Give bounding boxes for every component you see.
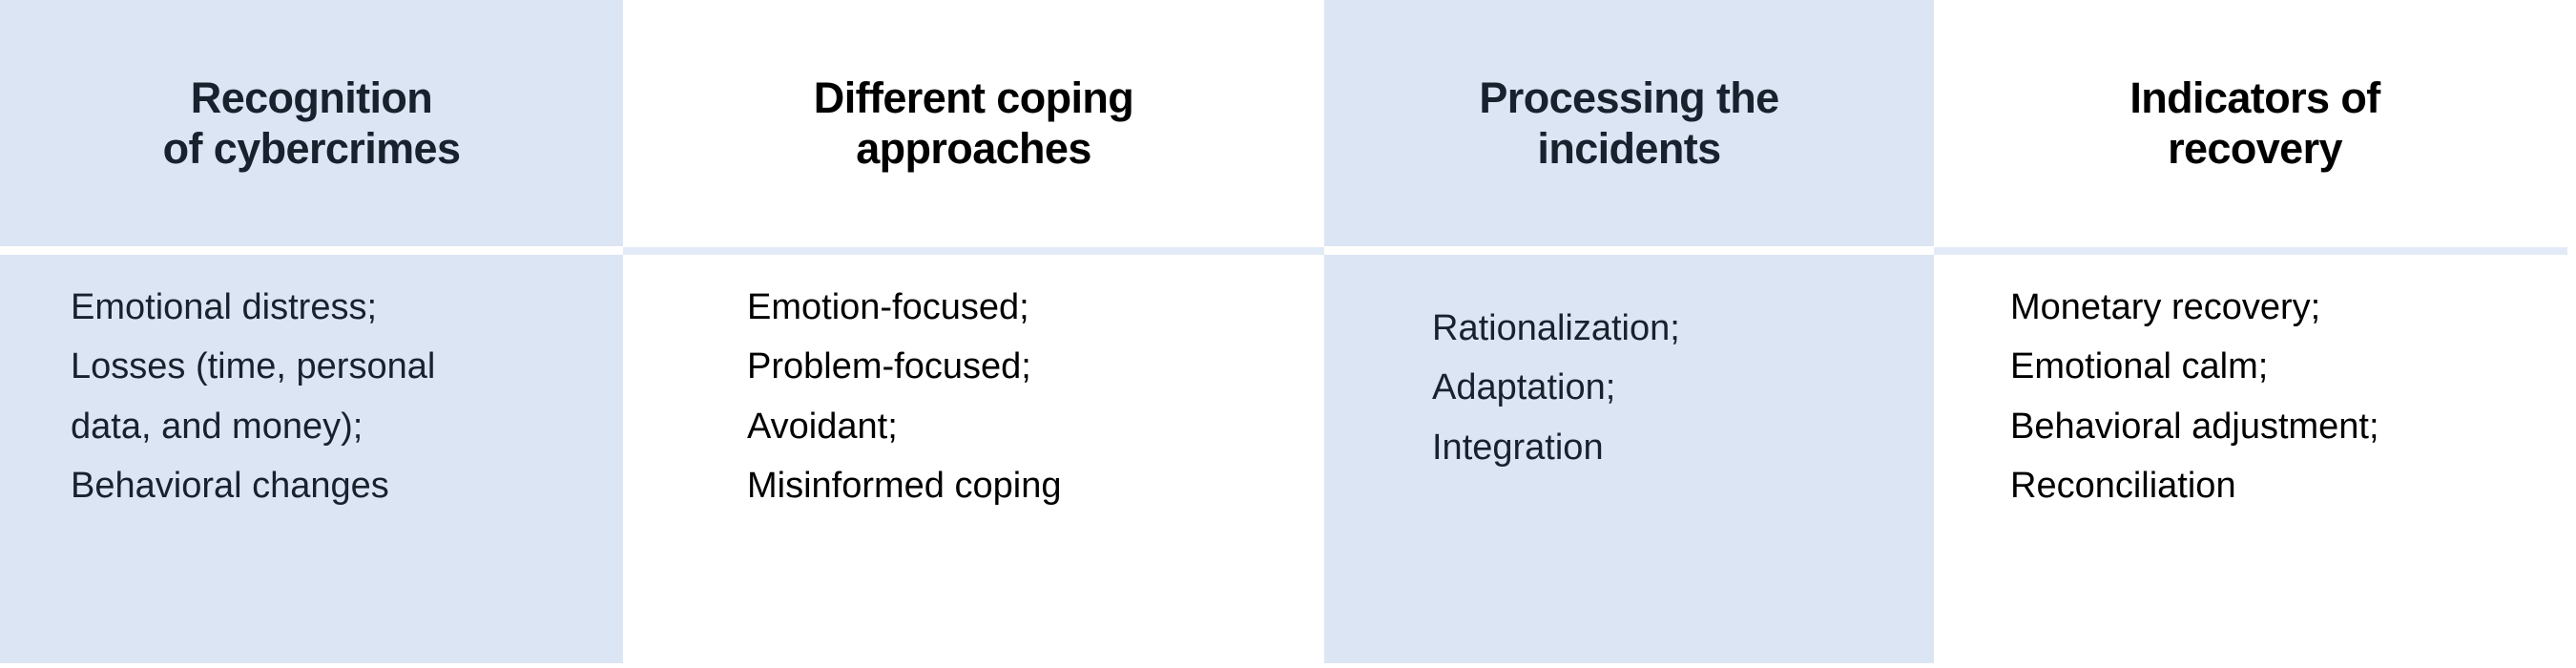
header-cell-processing: Processing the incidents [1324, 0, 1934, 246]
item-list-recognition: Emotional distress; Losses (time, person… [0, 284, 623, 509]
list-item: Rationalization; [1432, 308, 1680, 348]
header-body-divider-left [623, 247, 1324, 255]
list-item: Problem-focused; [747, 346, 1031, 387]
list-item: Avoidant; [747, 406, 898, 447]
list-item: Reconciliation [2010, 465, 2236, 506]
list-item: Adaptation; [1432, 367, 1616, 408]
body-cell-processing: Rationalization; Adaptation; Integration [1324, 246, 1934, 668]
header-title-recovery: Indicators of recovery [2129, 73, 2380, 173]
item-list-coping: Emotion-focused; Problem-focused; Avoida… [623, 284, 1324, 509]
body-cell-coping: Emotion-focused; Problem-focused; Avoida… [623, 246, 1324, 668]
list-item: Misinformed coping [747, 465, 1062, 506]
list-item: Emotional distress; [71, 287, 378, 327]
column-shading-processing [1324, 0, 1934, 663]
body-cell-recognition: Emotional distress; Losses (time, person… [0, 246, 623, 668]
list-item: data, and money); [71, 406, 364, 447]
header-title-coping: Different coping approaches [813, 73, 1134, 173]
list-item: Losses (time, personal [71, 346, 436, 387]
item-list-recovery: Monetary recovery; Emotional calm; Behav… [1934, 284, 2576, 509]
divider-gap-processing [1324, 246, 1934, 255]
header-title-processing: Processing the incidents [1479, 73, 1779, 173]
body-cell-recovery: Monetary recovery; Emotional calm; Behav… [1934, 246, 2576, 668]
list-item: Behavioral adjustment; [2010, 406, 2379, 447]
header-cell-recovery: Indicators of recovery [1934, 0, 2576, 246]
list-item: Behavioral changes [71, 465, 389, 506]
list-item: Monetary recovery; [2010, 287, 2321, 327]
header-cell-coping: Different coping approaches [623, 0, 1324, 246]
divider-gap-recognition [0, 246, 623, 255]
list-item: Integration [1432, 427, 1604, 468]
item-list-processing: Rationalization; Adaptation; Integration [1324, 305, 1934, 470]
list-item: Emotion-focused; [747, 287, 1029, 327]
header-title-recognition: Recognition of cybercrimes [162, 73, 461, 173]
header-cell-recognition: Recognition of cybercrimes [0, 0, 623, 246]
list-item: Emotional calm; [2010, 346, 2269, 387]
column-shading-recognition [0, 0, 623, 663]
header-body-divider-right [1934, 247, 2567, 255]
